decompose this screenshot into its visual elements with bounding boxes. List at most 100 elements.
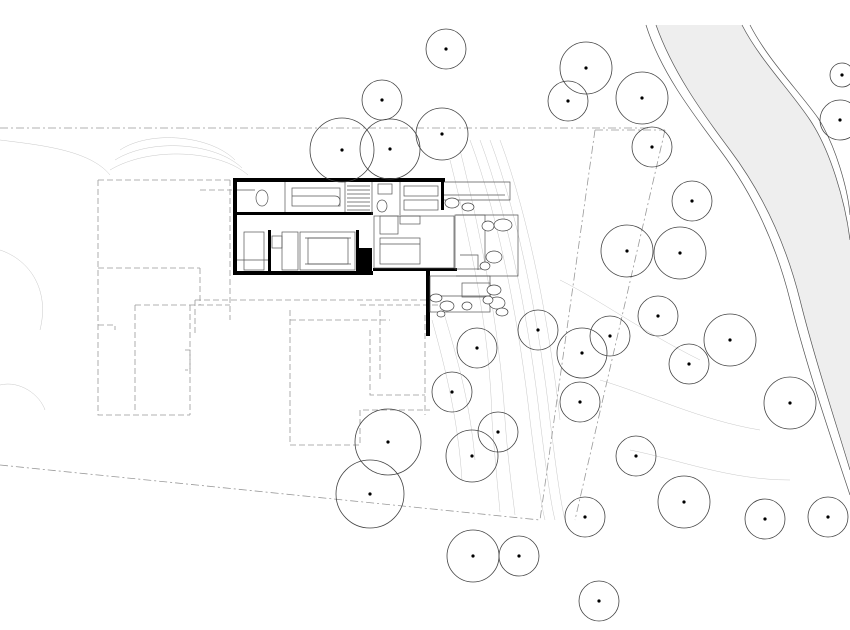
tree-canopy — [668, 343, 710, 385]
tree-trunk — [826, 515, 830, 519]
tree — [631, 126, 673, 168]
tree-canopy — [807, 496, 849, 538]
tree-trunk — [625, 249, 629, 253]
tree — [559, 41, 613, 95]
tree — [600, 224, 654, 278]
tree — [445, 429, 499, 483]
tree-canopy — [589, 315, 631, 357]
tree — [456, 327, 498, 369]
tree-canopy — [564, 496, 606, 538]
tree-canopy — [445, 429, 499, 483]
river-bank-west — [645, 24, 850, 496]
tree — [819, 99, 850, 141]
tree — [547, 80, 589, 122]
tree-canopy — [559, 41, 613, 95]
tree — [446, 529, 500, 583]
tree — [425, 28, 467, 70]
tree-trunk — [340, 148, 344, 152]
south-wall-west — [233, 271, 373, 275]
tree-trunk — [583, 515, 587, 519]
tree-canopy — [547, 80, 589, 122]
tree — [763, 376, 817, 430]
tree-canopy — [359, 118, 421, 180]
tree — [615, 71, 669, 125]
mid-wall — [233, 212, 373, 215]
tree-trunk — [536, 328, 540, 332]
tree-trunk — [566, 99, 570, 103]
tree-trunk — [470, 454, 474, 458]
tree-canopy — [703, 313, 757, 367]
tree-canopy — [335, 459, 405, 529]
tree — [615, 435, 657, 477]
tree — [578, 580, 620, 622]
tree-canopy — [354, 408, 422, 476]
river-bank-east — [741, 24, 850, 241]
tree-trunk — [728, 338, 732, 342]
tree-canopy — [415, 107, 469, 161]
tree-canopy — [637, 295, 679, 337]
tree-canopy — [657, 475, 711, 529]
tree — [807, 496, 849, 538]
river-bank-east-inner — [749, 24, 850, 216]
tree-trunk — [763, 517, 767, 521]
tree-trunk — [517, 554, 521, 558]
tree-canopy — [456, 327, 498, 369]
tree-trunk — [634, 454, 638, 458]
tree-canopy — [431, 371, 473, 413]
tree-canopy — [631, 126, 673, 168]
west-wall — [233, 178, 237, 275]
tree-trunk — [838, 118, 842, 122]
landscape-stones — [429, 197, 513, 318]
tree-canopy — [425, 28, 467, 70]
entry-wall — [426, 270, 430, 336]
tree — [653, 226, 707, 280]
core-block — [357, 248, 372, 272]
tree — [564, 496, 606, 538]
tree-trunk — [440, 132, 444, 136]
tree — [556, 327, 608, 379]
tree-trunk — [444, 47, 448, 51]
tree-trunk — [597, 599, 601, 603]
tree-trunk — [380, 98, 384, 102]
north-wall — [233, 178, 445, 182]
tree — [431, 371, 473, 413]
existing-footprint — [97, 179, 440, 446]
tree — [477, 411, 519, 453]
tree — [589, 315, 631, 357]
tree — [703, 313, 757, 367]
tree — [498, 535, 540, 577]
tree — [517, 309, 559, 351]
tree-trunk — [678, 251, 682, 255]
south-wall-east — [373, 268, 457, 271]
topographic-contours — [0, 137, 791, 521]
tree — [335, 459, 405, 529]
tree — [657, 475, 711, 529]
tree-trunk — [471, 554, 475, 558]
river-water — [656, 25, 850, 470]
tree-canopy — [819, 99, 850, 141]
tree-trunk — [650, 145, 654, 149]
river-bank-west-inner — [655, 24, 850, 471]
tree-trunk — [687, 362, 691, 366]
tree-trunk — [475, 346, 479, 350]
tree-trunk — [578, 400, 582, 404]
property-boundary — [0, 127, 666, 521]
tree-trunk — [450, 390, 454, 394]
tree-canopy — [615, 435, 657, 477]
tree-trunk — [690, 199, 694, 203]
river — [645, 24, 850, 496]
tree-trunk — [640, 96, 644, 100]
tree — [415, 107, 469, 161]
east-wall — [441, 178, 444, 210]
tree-trunk — [840, 73, 844, 77]
tree-canopy — [498, 535, 540, 577]
house-plan — [233, 178, 519, 336]
stair — [347, 185, 370, 211]
tree — [559, 381, 601, 423]
tree-canopy — [600, 224, 654, 278]
tree-canopy — [517, 309, 559, 351]
tree — [361, 79, 403, 121]
interior-wall-1 — [268, 230, 271, 275]
tree-trunk — [682, 500, 686, 504]
